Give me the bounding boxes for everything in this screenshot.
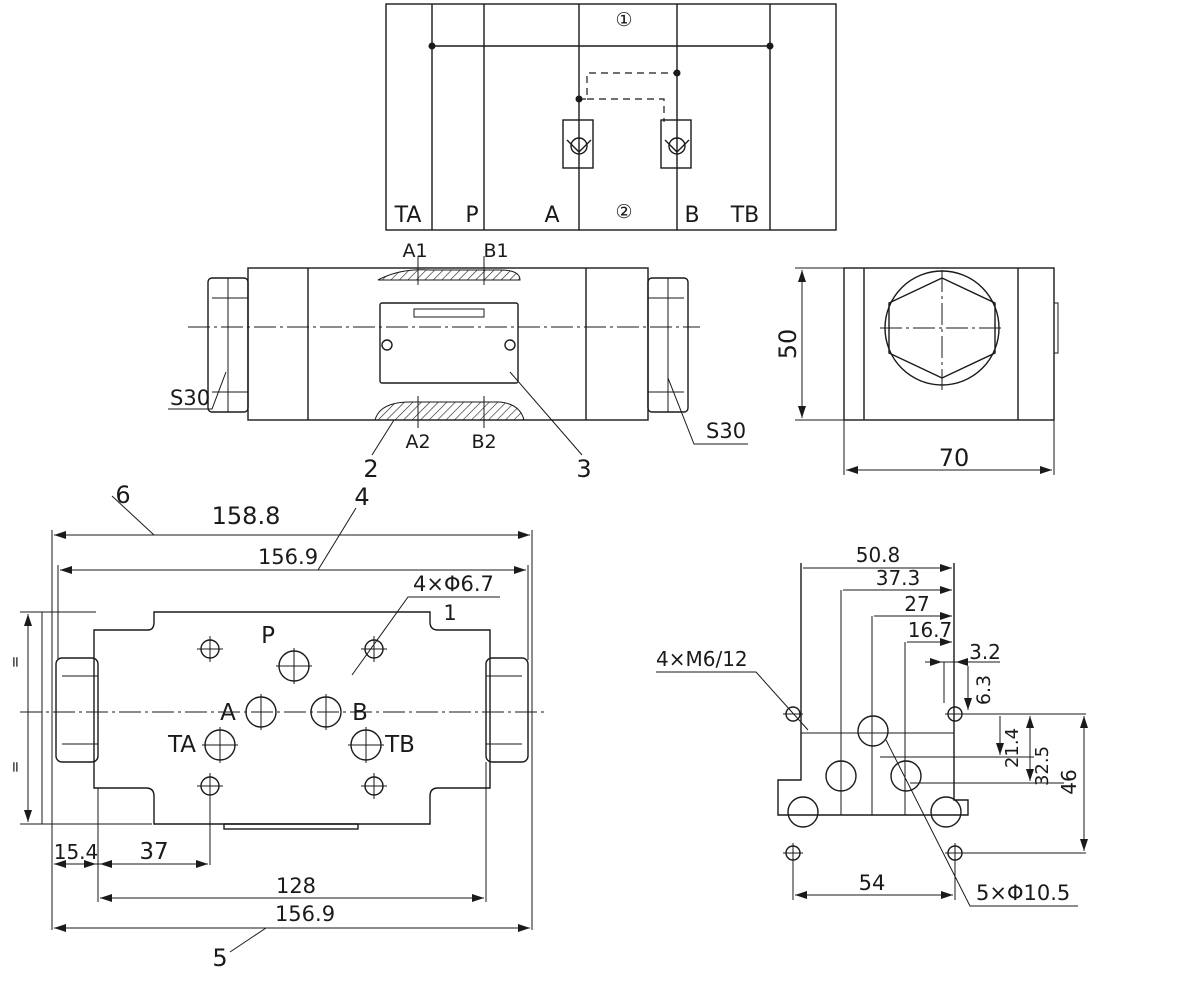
thread-hole-br bbox=[945, 843, 1086, 900]
body-length-top-dim: 156.9 bbox=[258, 545, 318, 569]
callout-3: 3 bbox=[576, 455, 591, 483]
front-port-a1: A1 bbox=[402, 240, 427, 262]
schematic-port-p: P bbox=[465, 203, 478, 228]
port-spec-label: 5×Φ10.5 bbox=[976, 881, 1070, 905]
thread-hole-bl bbox=[783, 843, 803, 900]
thread-spec-label: 4×M6/12 bbox=[656, 647, 748, 671]
callout-5: 5 bbox=[212, 944, 227, 972]
schematic-circle-1-label: ① bbox=[615, 9, 632, 31]
front-port-a2: A2 bbox=[405, 431, 430, 453]
dim-15-4: 15.4 bbox=[54, 840, 99, 864]
dim-3-2: 3.2 bbox=[969, 640, 1001, 664]
right-plug-label: S30 bbox=[706, 419, 746, 443]
equal-mark-lower: = bbox=[6, 761, 24, 774]
pattern-port-a bbox=[825, 760, 857, 792]
dim-37-bottom: 37 bbox=[139, 839, 168, 865]
port-pattern-view: 50.8 37.3 27 16.7 3.2 6.3 21.4 32.5 46 bbox=[656, 543, 1088, 907]
schematic-port-tb: TB bbox=[730, 203, 760, 228]
schematic-port-b: B bbox=[684, 203, 699, 228]
hole-spec-label: 4×Φ6.7 bbox=[413, 572, 494, 596]
bottom-port-ta-label: TA bbox=[167, 732, 196, 758]
check-valve-a-symbol bbox=[562, 119, 594, 169]
check-valve-b-symbol bbox=[660, 119, 692, 169]
side-height-dim: 50 bbox=[774, 329, 802, 360]
callout-2: 2 bbox=[363, 455, 378, 483]
overall-length-dim: 158.8 bbox=[212, 502, 281, 530]
dim-50-8: 50.8 bbox=[856, 543, 901, 567]
callout-4: 4 bbox=[354, 483, 369, 511]
callout-6: 6 bbox=[115, 481, 130, 509]
bottom-view: P A B TA TB 158.8 156.9 6 4 4×Φ6.7 1 = = bbox=[6, 481, 545, 972]
schematic-port-a: A bbox=[544, 203, 559, 228]
port-b-hole bbox=[310, 694, 342, 730]
mounting-hole-tr bbox=[361, 636, 387, 662]
dim-54: 54 bbox=[859, 871, 886, 895]
hydraulic-schematic: ① ② TA P A B TB bbox=[385, 3, 837, 231]
side-view: 50 70 bbox=[774, 267, 1059, 475]
mounting-hole-bl bbox=[197, 773, 223, 865]
equal-mark-upper: = bbox=[6, 656, 24, 669]
mounting-hole-br bbox=[361, 773, 387, 799]
dim-37-3: 37.3 bbox=[876, 566, 921, 590]
port-tb-hole bbox=[348, 727, 384, 763]
schematic-port-ta: TA bbox=[394, 203, 422, 228]
pattern-port-p bbox=[857, 715, 889, 747]
front-view: A1 B1 A2 B2 S30 S30 2 3 bbox=[168, 240, 748, 483]
pattern-port-tb bbox=[930, 796, 962, 828]
front-port-b1: B1 bbox=[483, 240, 508, 262]
port-p-hole bbox=[276, 648, 312, 684]
dim-16-7: 16.7 bbox=[908, 618, 953, 642]
port-ta-hole bbox=[202, 727, 238, 763]
side-width-dim: 70 bbox=[939, 444, 970, 472]
mounting-hole-tl bbox=[197, 636, 223, 662]
dim-32-5: 32.5 bbox=[1032, 746, 1053, 786]
dim-46: 46 bbox=[1057, 769, 1081, 794]
pattern-port-b bbox=[890, 760, 922, 792]
bottom-port-p-label: P bbox=[261, 623, 275, 649]
bottom-port-tb-label: TB bbox=[384, 732, 415, 758]
schematic-circle-2-label: ② bbox=[615, 201, 632, 223]
left-plug-label: S30 bbox=[170, 386, 210, 410]
dim-21-4: 21.4 bbox=[1002, 728, 1023, 768]
body-length-bottom-dim: 156.9 bbox=[275, 902, 335, 926]
front-port-b2: B2 bbox=[471, 431, 496, 453]
port-a-hole bbox=[245, 694, 277, 730]
dim-27: 27 bbox=[904, 592, 929, 616]
pattern-port-ta bbox=[787, 796, 819, 828]
dim-6-3: 6.3 bbox=[973, 675, 995, 705]
bottom-port-a-label: A bbox=[220, 700, 236, 726]
thread-hole-tr bbox=[945, 706, 1086, 722]
dim-128: 128 bbox=[276, 874, 316, 898]
callout-1: 1 bbox=[443, 601, 456, 625]
bottom-port-b-label: B bbox=[352, 700, 368, 726]
